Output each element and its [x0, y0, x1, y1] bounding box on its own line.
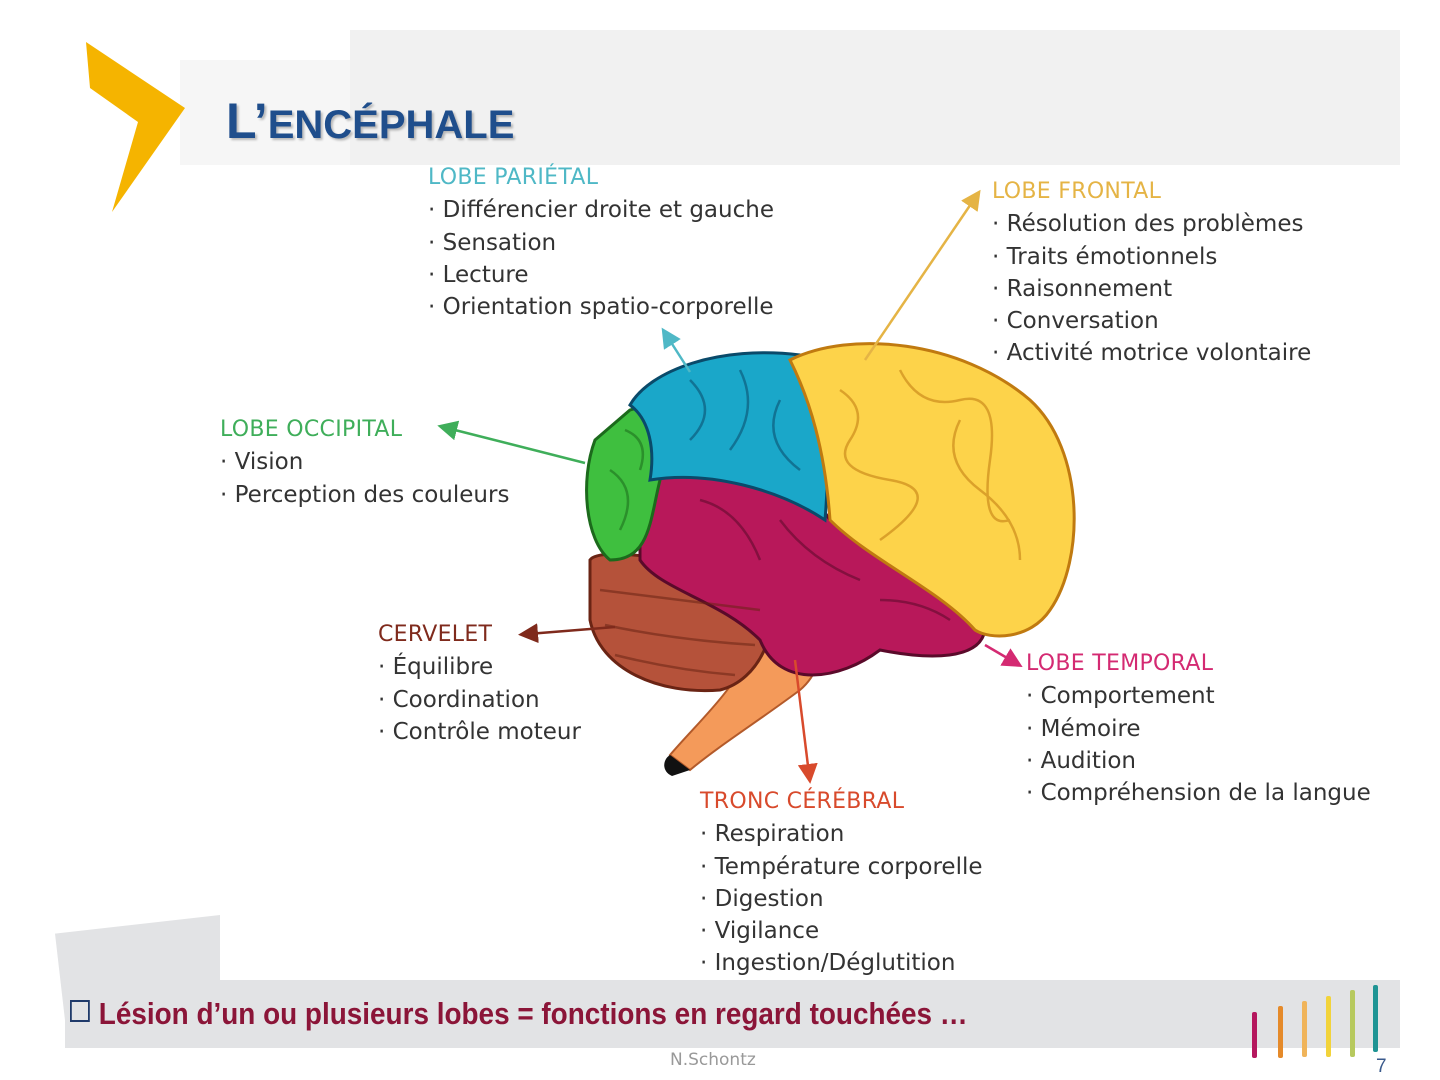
list-item-text: Coordination: [392, 686, 540, 713]
tronc-title: TRONC CÉRÉBRAL: [700, 789, 905, 814]
list-item: · Lecture: [428, 261, 529, 288]
list-item-text: Résolution des problèmes: [1006, 211, 1304, 238]
list-item-text: Audition: [1040, 747, 1136, 774]
brainstem-tip: [664, 755, 690, 776]
slide-title: L’ENCÉPHALE: [226, 92, 514, 150]
frontal-block: LOBE FRONTAL · Résolution des problèmes …: [992, 176, 1311, 370]
parietal-lobe: [628, 351, 829, 523]
list-item-text: Vigilance: [714, 918, 820, 945]
list-item: · Vision: [220, 449, 304, 476]
parietal-arrow: [661, 327, 692, 373]
temporal-block: LOBE TEMPORAL · Comportement · Mémoire ·…: [1026, 648, 1371, 809]
list-item: · Température corporelle: [700, 853, 983, 880]
list-item: · Traits émotionnels: [992, 243, 1218, 270]
tronc-arrow: [793, 659, 818, 784]
list-item: · Perception des couleurs: [220, 481, 510, 508]
list-item: · Sensation: [428, 229, 557, 256]
cervelet-title: CERVELET: [378, 622, 493, 647]
tronc-block: TRONC CÉRÉBRAL · Respiration · Températu…: [700, 786, 983, 980]
occipital-block: LOBE OCCIPITAL · Vision · Perception des…: [220, 414, 509, 511]
cervelet-arrow: [518, 623, 616, 644]
list-item: · Raisonnement: [992, 275, 1173, 302]
list-item-text: Mémoire: [1040, 715, 1141, 742]
list-item: · Différencier droite et gauche: [428, 197, 774, 224]
temporal-arrow: [984, 643, 1023, 668]
list-item: · Ingestion/Déglutition: [700, 950, 956, 977]
list-item: · Orientation spatio-corporelle: [428, 294, 774, 321]
list-item-text: Orientation spatio-corporelle: [442, 294, 774, 321]
list-item-text: Comportement: [1040, 683, 1215, 710]
list-item-text: Activité motrice volontaire: [1006, 340, 1312, 367]
logo-bar: [1326, 996, 1331, 1057]
list-item: · Activité motrice volontaire: [992, 340, 1312, 367]
logo-bar: [1278, 1006, 1283, 1058]
list-item: · Compréhension de la langue: [1026, 780, 1371, 807]
list-item-text: Température corporelle: [714, 853, 983, 880]
list-item: · Contrôle moteur: [378, 718, 581, 745]
list-item-text: Respiration: [714, 821, 845, 848]
logo-bar: [1252, 1012, 1257, 1058]
cervelet-block: CERVELET · Équilibre · Coordination · Co…: [378, 619, 581, 748]
temporal-title: LOBE TEMPORAL: [1026, 651, 1214, 676]
list-item-text: Vision: [234, 449, 304, 476]
list-item-text: Compréhension de la langue: [1040, 780, 1371, 807]
list-item: · Équilibre: [378, 654, 494, 681]
color-bars-logo-icon: [1252, 985, 1378, 1058]
logo-bar: [1373, 985, 1378, 1052]
frontal-arrow: [863, 189, 981, 361]
list-item: · Respiration: [700, 821, 845, 848]
page-number: 7: [1376, 1056, 1387, 1077]
chevron-logo-icon: [86, 42, 185, 212]
frontal-title: LOBE FRONTAL: [992, 179, 1162, 204]
hollow-square-bullet-icon: [70, 1000, 90, 1022]
list-item: · Résolution des problèmes: [992, 211, 1304, 238]
conclusion-text: Lésion d’un ou plusieurs lobes = fonctio…: [70, 996, 968, 1032]
conclusion-label: Lésion d’un ou plusieurs lobes = fonctio…: [98, 996, 968, 1031]
parietal-title: LOBE PARIÉTAL: [428, 165, 599, 190]
list-item-text: Différencier droite et gauche: [442, 197, 774, 224]
list-item: · Mémoire: [1026, 715, 1141, 742]
occipital-arrow: [437, 420, 586, 465]
list-item-text: Traits émotionnels: [1006, 243, 1218, 270]
list-item-text: Conversation: [1006, 308, 1159, 335]
title-initial: L’: [226, 93, 268, 149]
list-item-text: Digestion: [714, 885, 824, 912]
footer-band: [65, 980, 1400, 1048]
list-item-text: Contrôle moteur: [392, 718, 581, 745]
logo-bar: [1350, 990, 1355, 1057]
list-item-text: Sensation: [442, 229, 557, 256]
list-item: · Audition: [1026, 747, 1136, 774]
list-item: · Conversation: [992, 308, 1159, 335]
frontal-lobe: [787, 342, 1076, 638]
parietal-block: LOBE PARIÉTAL · Différencier droite et g…: [428, 162, 774, 323]
title-rest: ENCÉPHALE: [267, 103, 515, 147]
header-band-left: [180, 60, 350, 165]
list-item-text: Lecture: [442, 261, 529, 288]
logo-bar: [1302, 1001, 1307, 1057]
list-item: · Comportement: [1026, 683, 1215, 710]
author: N.Schontz: [670, 1050, 756, 1070]
list-item-text: Ingestion/Déglutition: [714, 950, 956, 977]
occipital-title: LOBE OCCIPITAL: [220, 417, 403, 442]
list-item-text: Perception des couleurs: [234, 481, 510, 508]
list-item: · Coordination: [378, 686, 540, 713]
list-item: · Digestion: [700, 885, 824, 912]
list-item-text: Raisonnement: [1006, 275, 1173, 302]
list-item-text: Équilibre: [392, 654, 494, 681]
header-band: [350, 30, 1400, 165]
brain-folds: [599, 369, 1022, 677]
list-item: · Vigilance: [700, 918, 820, 945]
